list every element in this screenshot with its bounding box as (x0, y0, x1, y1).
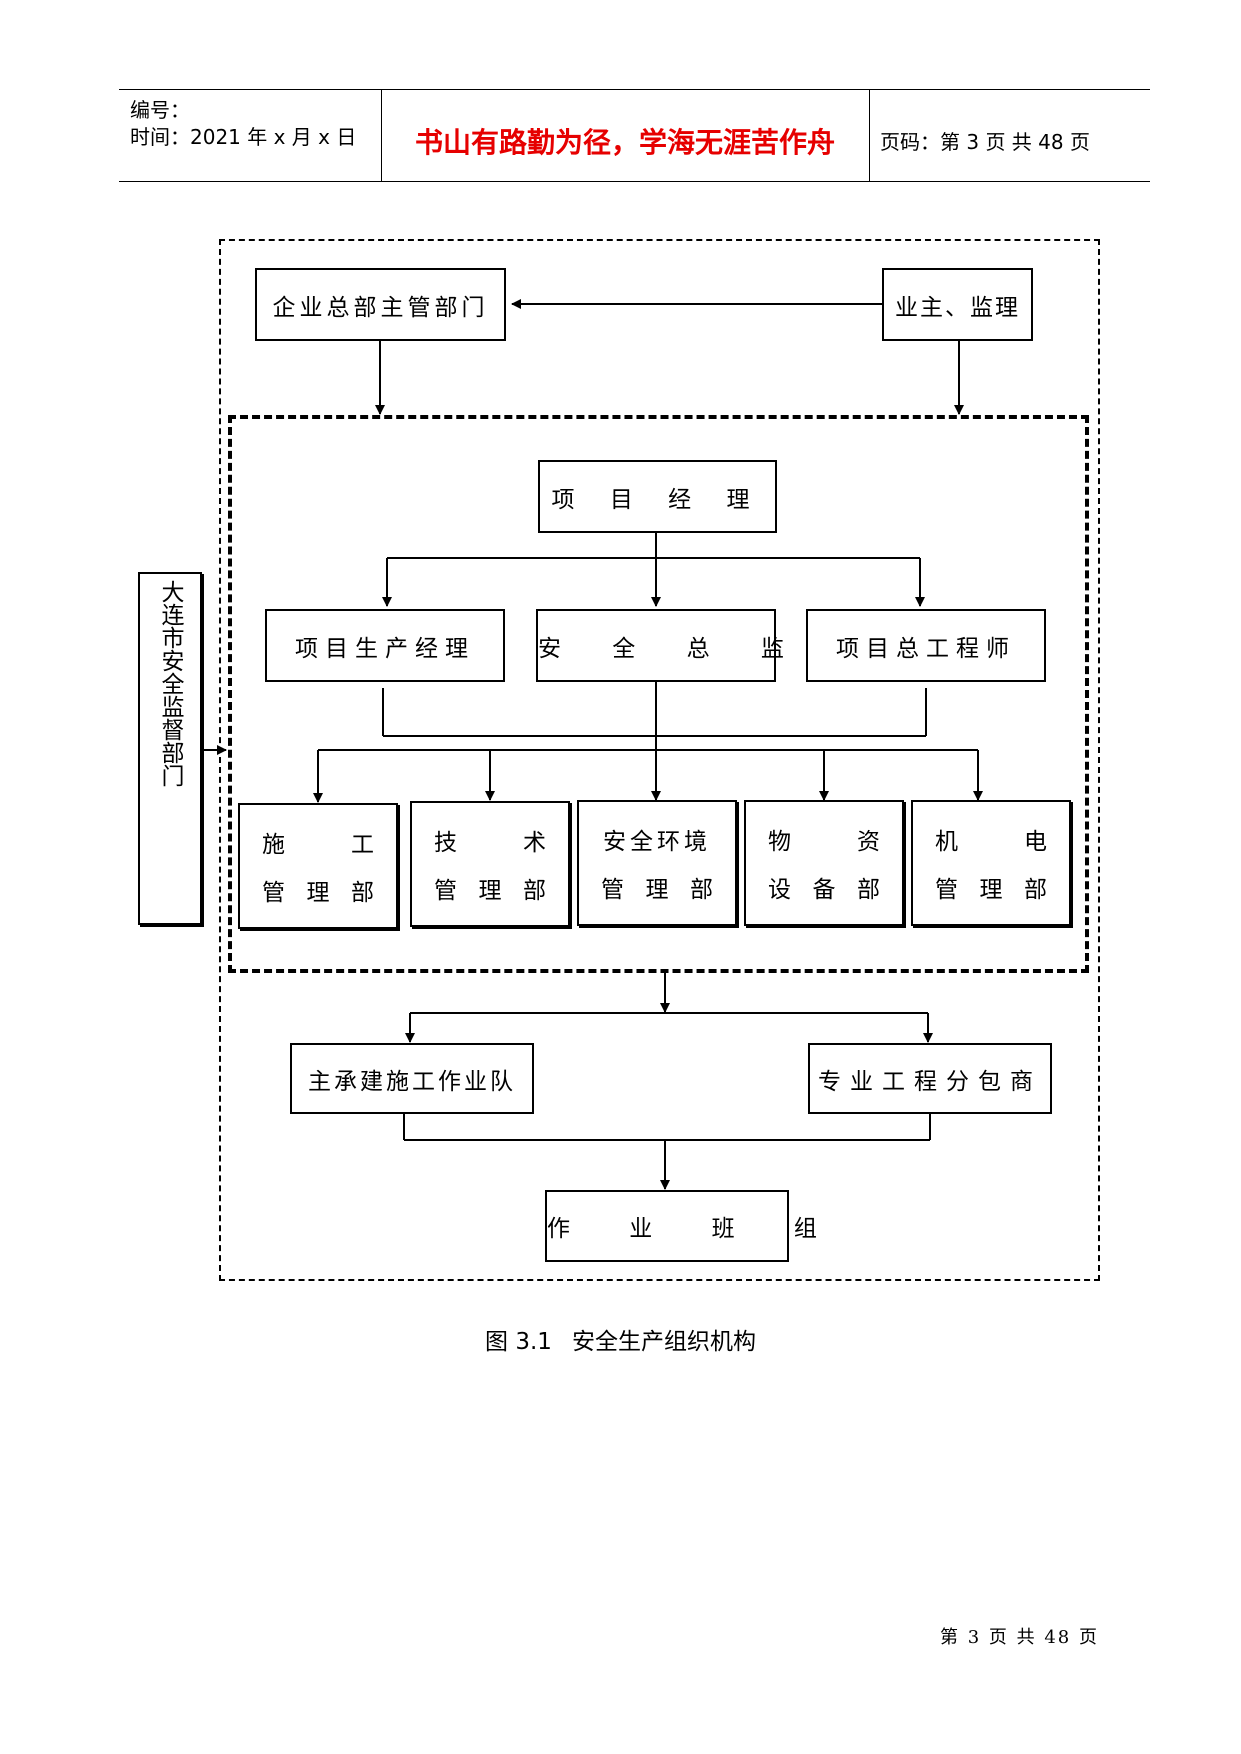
header-motto: 书山有路勤为径，学海无涯苦作舟 (414, 126, 835, 159)
dept-mechanical-electrical-l2a: 管 (935, 877, 958, 903)
project-dept-dashed-frame (228, 415, 1089, 973)
figure-title: 安全生产组织机构 (571, 1329, 756, 1355)
main-team-label: 主承建施工作业队 (308, 1068, 516, 1095)
dept-construction-l2b: 理 (306, 880, 330, 906)
city-safety-supervision-box: 大连市安全监督部门 (138, 572, 202, 925)
dept-mechanical-electrical-l1a: 机 (935, 829, 958, 855)
work-group-box: 作 业 班 组 (545, 1190, 843, 1262)
dept-technical-l2c: 部 (523, 878, 546, 904)
figure-caption: 图 3.1 安全生产组织机构 (0, 1322, 1241, 1356)
dept-safety-environment: 安全环境 管理部 (577, 800, 737, 926)
project-manager-label: 项 目 经 理 (551, 486, 764, 513)
outer-dashed-frame (219, 239, 1100, 1281)
production-manager-box: 项目生产经理 (265, 609, 505, 682)
dept-materials-equipment-l1a: 物 (768, 829, 791, 855)
dept-mechanical-electrical: 机 电 管理部 (911, 800, 1071, 926)
page-footer: 第 3 页 共 48 页 (940, 1627, 1099, 1648)
figure-number: 图 3.1 (485, 1329, 552, 1355)
project-manager-box: 项 目 经 理 (538, 460, 777, 533)
dept-technical-l2b: 理 (478, 878, 502, 904)
dept-construction-l1b: 工 (351, 832, 374, 858)
header-divider-1 (381, 90, 382, 182)
enterprise-hq-label: 企业总部主管部门 (272, 294, 489, 321)
header-page-info: 页码：第 3 页 共 48 页 (880, 130, 1090, 154)
dept-mechanical-electrical-l1b: 电 (1024, 829, 1047, 855)
dept-mechanical-electrical-l2b: 理 (979, 877, 1003, 903)
owner-supervision-label: 业主、监理 (895, 294, 1020, 321)
dept-materials-equipment: 物 资 设备部 (744, 800, 904, 926)
dept-safety-environment-l2c: 部 (690, 877, 713, 903)
safety-director-box: 安 全 总 监 (536, 609, 806, 682)
dept-technical-l1b: 术 (523, 830, 546, 856)
chief-engineer-box: 项目总工程师 (806, 609, 1046, 682)
subcontractor-label: 专业工程分包商 (818, 1068, 1042, 1095)
doc-number-label: 编号： (130, 98, 190, 122)
header-bottom-rule (119, 181, 1150, 182)
dept-mechanical-electrical-l2c: 部 (1024, 877, 1047, 903)
header-divider-2 (869, 90, 870, 182)
work-group-label: 作 业 班 组 (547, 1216, 843, 1242)
dept-materials-equipment-l1b: 资 (857, 829, 880, 855)
dept-technical: 技 术 管理部 (410, 801, 570, 927)
dept-materials-equipment-l2c: 部 (857, 877, 880, 903)
dept-safety-environment-l2b: 理 (645, 877, 669, 903)
dept-safety-environment-l2a: 管 (601, 877, 624, 903)
dept-construction-l2a: 管 (262, 880, 285, 906)
doc-time-label: 时间：2021 年 x 月 x 日 (130, 125, 357, 149)
dept-construction-l1a: 施 (262, 832, 285, 858)
header-top-rule (119, 89, 1150, 90)
main-team-box: 主承建施工作业队 (290, 1043, 534, 1114)
city-safety-supervision-label: 大连市安全监督部门 (157, 580, 183, 787)
chief-engineer-label: 项目总工程师 (836, 635, 1016, 662)
enterprise-hq-box: 企业总部主管部门 (255, 268, 506, 341)
dept-technical-l1a: 技 (434, 830, 457, 856)
dept-construction-l2c: 部 (351, 880, 374, 906)
dept-safety-environment-l1: 安全环境 (603, 829, 711, 855)
dept-technical-l2a: 管 (434, 878, 457, 904)
owner-supervision-box: 业主、监理 (882, 268, 1033, 341)
dept-materials-equipment-l2b: 备 (812, 877, 836, 903)
dept-materials-equipment-l2a: 设 (768, 877, 791, 903)
dept-construction: 施 工 管理部 (238, 803, 398, 929)
production-manager-label: 项目生产经理 (295, 635, 475, 662)
subcontractor-box: 专业工程分包商 (808, 1043, 1052, 1114)
safety-director-label: 安 全 总 监 (538, 635, 806, 662)
